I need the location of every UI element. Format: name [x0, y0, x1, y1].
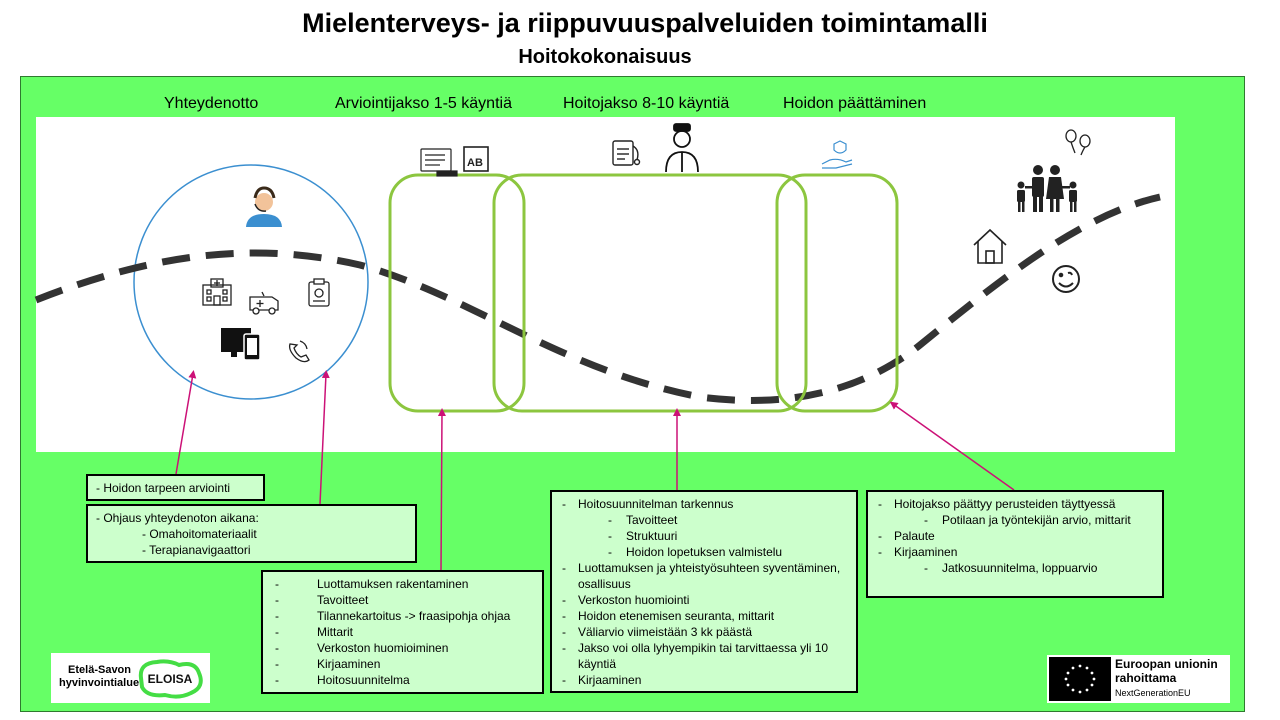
box-hoitojakso: Hoitosuunnitelman tarkennus Tavoitteet S… [550, 490, 858, 693]
page-title: Mielenterveys- ja riippuvuuspalveluiden … [302, 8, 988, 38]
ambulance-icon [249, 291, 279, 315]
box-ohjaus: - Ohjaus yhteydenoton aikana: - Omahoito… [86, 504, 417, 563]
list-item: Luottamuksen ja yhteistyösuhteen syventä… [560, 560, 848, 592]
eloisa-logo-line2: hyvinvointialue [59, 677, 140, 689]
phone-call-icon [288, 340, 310, 363]
family-icon [1017, 165, 1077, 212]
box-ohjaus-item: - Omahoitomateriaalit [142, 527, 257, 541]
care-path [34, 193, 1161, 404]
arrow-arviointijakso [437, 408, 446, 571]
list-item: Luottamuksen rakentaminen [271, 576, 534, 592]
list-item: Hoitosuunnitelma [271, 672, 534, 688]
phase-box-arviointi [388, 173, 526, 413]
list-sub-item: Jatkosuunnitelma, loppuarvio [876, 560, 1154, 576]
eloisa-brand-text: ELOISA [148, 672, 193, 686]
list-item: Verkoston huomioiminen [271, 640, 534, 656]
svg-text:AB: AB [467, 157, 483, 169]
list-item: Palaute [876, 528, 1154, 544]
box-ohjaus-head: - Ohjaus yhteydenoton aikana: [96, 511, 259, 525]
list-item: Jakso voi olla lyhyempikin tai tarvittae… [560, 640, 848, 672]
list-item: Väliarvio viimeistään 3 kk päästä [560, 624, 848, 640]
arrow-arviointi [175, 370, 197, 475]
balloons-icon [1065, 129, 1091, 156]
eloisa-logo-text: Etelä-Savon hyvinvointialue [59, 664, 140, 690]
box-arviointijakso: Luottamuksen rakentaminen Tavoitteet Til… [261, 570, 544, 694]
list-item: Hoitosuunnitelman tarkennus [560, 496, 848, 512]
arrow-paattaminen [889, 401, 1015, 491]
eu-text-line2: rahoittama [1115, 671, 1177, 685]
list-item: Hoidon etenemisen seuranta, mittarit [560, 608, 848, 624]
eloisa-brand-mark: ELOISA [138, 659, 203, 699]
clipboard-icon [308, 278, 330, 307]
page-subtitle: Hoitokokonaisuus [518, 46, 692, 68]
eloisa-logo-line1: Etelä-Savon [68, 664, 131, 676]
contact-circle [133, 164, 369, 400]
box-ohjaus-item: - Terapianavigaattori [142, 543, 251, 557]
assessment-forms-icon: AB [420, 146, 489, 177]
eu-text-main: Euroopan unionin rahoittama [1115, 657, 1218, 685]
phase-yhteydenotto: Yhteydenotto [164, 95, 259, 112]
list-sub-item: Hoidon lopetuksen valmistelu [560, 544, 848, 560]
call-center-agent-icon [246, 186, 282, 227]
list-sub-item: Potilaan ja työntekijän arvio, mittarit [876, 512, 1154, 528]
phase-hoidon-paattaminen: Hoidon päättäminen [783, 95, 927, 112]
list-item: Tavoitteet [271, 592, 534, 608]
list-item: Kirjaaminen [560, 672, 848, 688]
list-item: Mittarit [271, 624, 534, 640]
care-hand-icon [821, 140, 853, 169]
hospital-icon [202, 278, 232, 306]
computer-phone-icon [221, 328, 261, 361]
eu-funding-logo: Euroopan unionin rahoittama NextGenerati… [1047, 655, 1230, 703]
smiley-icon [1052, 265, 1080, 293]
list-sub-item: Tavoitteet [560, 512, 848, 528]
box-arviointi-text: - Hoidon tarpeen arviointi [96, 481, 231, 495]
eloisa-logo: Etelä-Savon hyvinvointialue ELOISA [51, 653, 210, 703]
box-hoidon-tarpeen-arviointi: - Hoidon tarpeen arviointi [86, 474, 265, 501]
arrow-ohjaus [319, 370, 330, 505]
phase-hoitojakso: Hoitojakso 8-10 käyntiä [563, 95, 730, 112]
list-sub-item: Struktuuri [560, 528, 848, 544]
eu-text-nextgen: NextGenerationEU [1115, 688, 1191, 698]
eu-flag-icon [1049, 657, 1111, 701]
phase-box-hoitojakso [492, 173, 808, 413]
list-item: Hoitojakso päättyy perusteiden täyttyess… [876, 496, 1154, 512]
home-icon [973, 228, 1007, 264]
phase-arviointijakso: Arviointijakso 1-5 käyntiä [335, 95, 512, 112]
box-hoidon-paattaminen: Hoitojakso päättyy perusteiden täyttyess… [866, 490, 1164, 598]
eu-text-line1: Euroopan unionin [1115, 657, 1218, 671]
list-item: Kirjaaminen [271, 656, 534, 672]
doctor-icon [665, 123, 699, 173]
list-item: Kirjaaminen [876, 544, 1154, 560]
list-item: Tilannekartoitus -> fraasipohja ohjaa [271, 608, 534, 624]
list-item: Verkoston huomiointi [560, 592, 848, 608]
medical-record-icon [612, 140, 641, 166]
phase-box-paattaminen [775, 173, 899, 413]
